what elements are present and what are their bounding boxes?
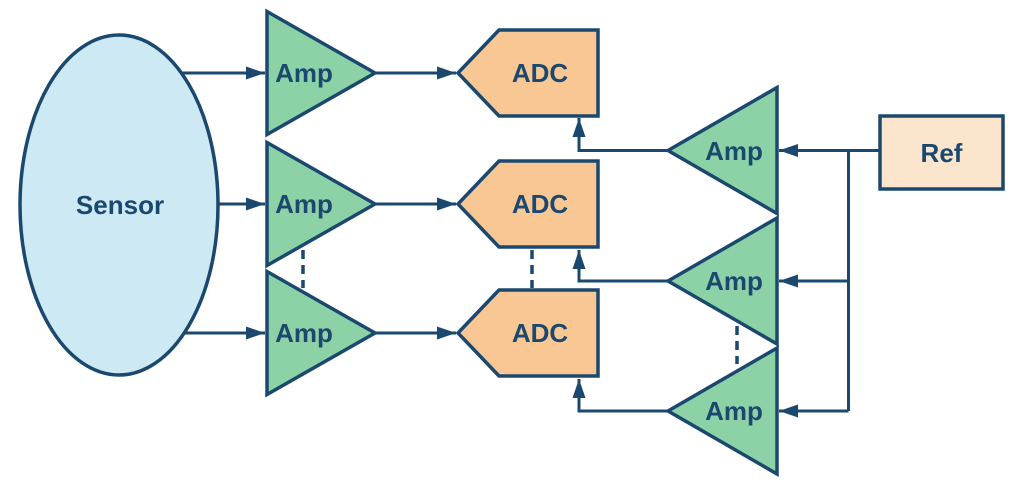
refamp1-node <box>664 84 779 217</box>
amp2-label: Amp <box>275 189 333 219</box>
ref-label: Ref <box>921 138 963 168</box>
refamp2-node <box>664 214 779 348</box>
wire-refamp3-to-adc3 <box>572 379 668 413</box>
ref-node <box>878 114 1005 191</box>
adc3-label: ADC <box>512 318 569 348</box>
refamp2-label: Amp <box>705 266 763 296</box>
amp1-node <box>265 8 379 138</box>
adc1-label: ADC <box>512 58 569 88</box>
refamp3-label: Amp <box>705 396 763 426</box>
amp1-label: Amp <box>275 58 333 88</box>
sensor-label: Sensor <box>76 190 164 220</box>
adc2-label: ADC <box>512 189 569 219</box>
refamp3-node <box>664 344 779 478</box>
amp3-node <box>265 268 379 398</box>
adc3-node <box>455 288 600 378</box>
refamp1-label: Amp <box>705 136 763 166</box>
adc1-node <box>455 28 600 118</box>
wire-refamp1-to-adc1 <box>572 118 668 152</box>
wire-refamp2-to-adc2 <box>572 250 668 283</box>
amp2-node <box>265 139 379 269</box>
adc2-node <box>455 159 600 249</box>
amp3-label: Amp <box>275 318 333 348</box>
sensor-node <box>18 33 220 377</box>
